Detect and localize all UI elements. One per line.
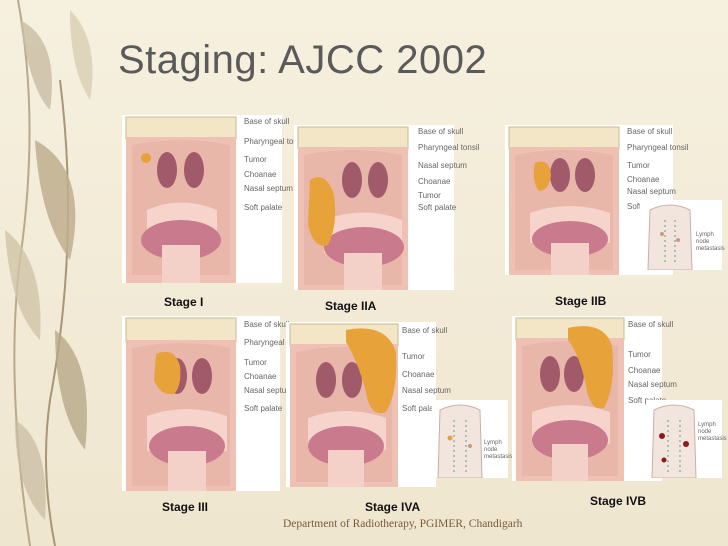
figure-label: Choanae <box>628 366 661 375</box>
stage-ivb-illustration: Base of skull Tumor Choanae Nasal septum… <box>512 316 677 481</box>
figure-label: Nasal septum <box>418 161 467 170</box>
nasopharynx-diagram <box>515 317 625 481</box>
figure-label: Soft palate <box>244 404 283 413</box>
figure-label: Tumor <box>627 161 650 170</box>
figure-label: Base of skull <box>244 117 290 126</box>
footer-text: Department of Radiotherapy, PGIMER, Chan… <box>283 518 523 530</box>
figure-label: Lymph node metastasis <box>698 422 727 442</box>
figure-label: Nasal septum <box>402 386 451 395</box>
figure-label: Tumor <box>244 155 267 164</box>
nasopharynx-diagram <box>508 126 620 275</box>
figure-label: Lymph node metastasis <box>484 440 513 460</box>
figure-label: Base of skull <box>418 127 464 136</box>
stage-iva-illustration: Base of skull Tumor Choanae Nasal septum… <box>286 322 451 487</box>
figure-label: Nasal septum <box>244 386 293 395</box>
figure-label: Soft palate <box>418 203 457 212</box>
figure-label: Base of skull <box>402 326 448 335</box>
neck-lymph-node-diagram: Lymph node metastasis <box>646 400 727 479</box>
stage-label-iii: Stage III <box>162 500 209 514</box>
figure-label: Nasal septum <box>627 187 676 196</box>
nasopharynx-diagram <box>289 323 399 487</box>
slide-title: Staging: AJCC 2002 <box>118 38 488 82</box>
stage-iia-illustration: Base of skull Pharyngeal tonsil Nasal se… <box>294 125 479 290</box>
nasopharynx-diagram <box>125 116 237 283</box>
decorative-leaves-image <box>5 0 93 546</box>
figure-label: Pharyngeal tonsil <box>418 143 480 152</box>
figure-label: Tumor <box>402 352 425 361</box>
figure-label: Pharyngeal tonsil <box>627 143 689 152</box>
figure-label: Choanae <box>244 372 277 381</box>
figure-label: Choanae <box>627 175 660 184</box>
figure-label: Pharyngeal tonsil <box>244 137 306 146</box>
stage-iii-illustration: Base of skull Pharyngeal tonsil Tumor Ch… <box>122 316 305 491</box>
figure-label: Tumor <box>628 350 651 359</box>
stage-label-iva: Stage IVA <box>365 500 421 514</box>
stage-label-i: Stage I <box>164 295 204 309</box>
figure-label: Soft palate <box>402 404 441 413</box>
figure-label: Tumor <box>418 191 441 200</box>
nasopharynx-diagram <box>297 126 409 290</box>
neck-lymph-node-diagram: Lymph node metastasis <box>640 200 725 271</box>
figure-label: Choanae <box>244 170 277 179</box>
stage-label-ivb: Stage IVB <box>590 494 647 508</box>
neck-lymph-node-diagram: Lymph node metastasis <box>432 400 513 479</box>
figure-label: Base of skull <box>627 127 673 136</box>
figure-label: Nasal septum <box>244 184 293 193</box>
figure-label: Base of skull <box>628 320 674 329</box>
stage-label-iia: Stage IIA <box>325 299 377 313</box>
figure-label: Choanae <box>402 370 435 379</box>
stage-label-iib: Stage IIB <box>555 294 607 308</box>
figure-label: Soft palate <box>244 203 283 212</box>
nasopharynx-diagram <box>125 317 237 491</box>
figure-label: Nasal septum <box>628 380 677 389</box>
figure-label: Base of skull <box>244 320 290 329</box>
figure-label: Lymph node metastasis <box>696 232 725 252</box>
figure-label: Choanae <box>418 177 451 186</box>
figure-label: Tumor <box>244 358 267 367</box>
figure-label: Pharyngeal tonsil <box>244 338 306 347</box>
stage-i-illustration: Base of skull Pharyngeal tonsil Tumor Ch… <box>122 115 305 283</box>
